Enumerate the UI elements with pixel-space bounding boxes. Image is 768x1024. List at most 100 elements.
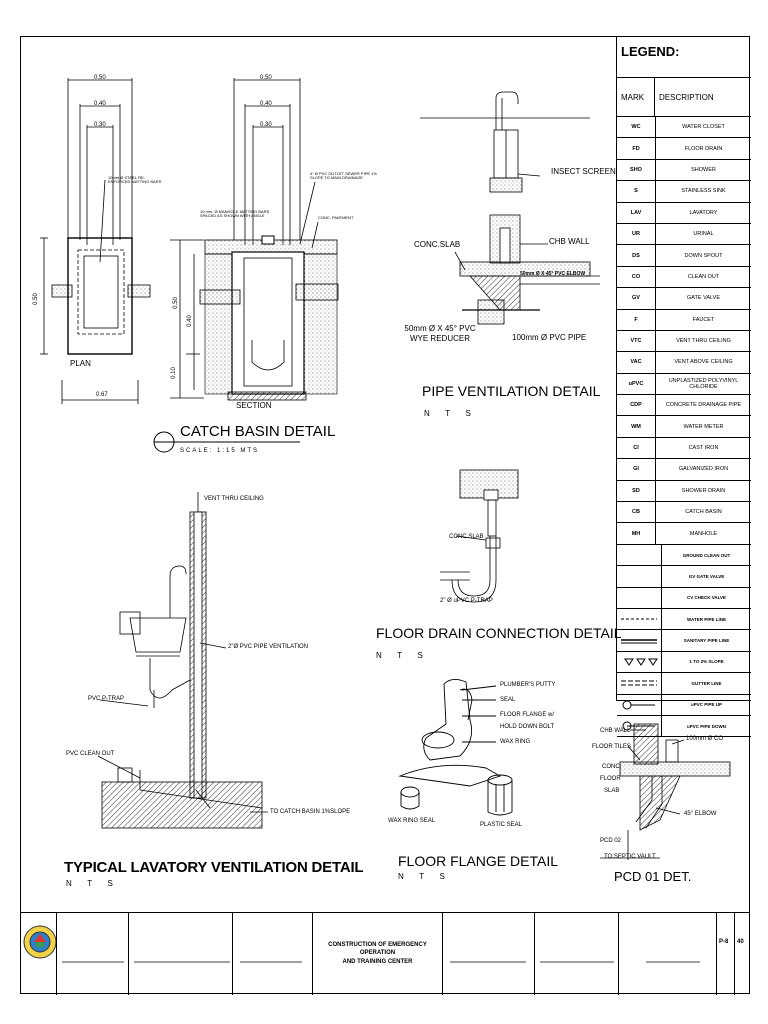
tb-project-line-2: AND TRAINING CENTER (342, 958, 413, 965)
legend-description: WATER CLOSET (682, 124, 725, 131)
legend-symbol-description: GV GATE VALVE (688, 573, 725, 579)
legend-symbol-row: uPVC PIPE UP (617, 694, 751, 716)
cb-sec-dim-side: 0.50 (172, 297, 179, 309)
lav-cleanout: PVC CLEAN OUT (66, 751, 115, 757)
legend-symbol-description: uPVC PIPE UP (690, 702, 722, 708)
legend-symbol-blank-icon (617, 587, 662, 608)
pv-conc-slab: CONC.SLAB (414, 240, 461, 249)
catch-basin-scale: SCALE: 1:15 MTS (180, 448, 260, 454)
floor-drain-drawing (440, 469, 519, 603)
cb-note-manhole: 10 mm. Ø MANHOLE MATTING BARS SPACED AS … (200, 209, 270, 218)
legend-symbol-pipe-up-icon (617, 694, 662, 715)
tb-project-line-1: CONSTRUCTION OF EMERGENCY OPERATION (328, 942, 427, 957)
legend-row: CI CAST IRON (617, 437, 751, 460)
legend-symbol-row: GUTTER LINE (617, 673, 751, 695)
legend-symbol-blank-icon (617, 544, 662, 566)
pcd-floor: FLOOR (600, 776, 621, 782)
legend-symbol-gutter-icon (617, 673, 662, 694)
catch-basin-title-mark (153, 431, 300, 453)
catch-basin-section (170, 78, 339, 401)
catch-basin-title: CATCH BASIN DETAIL (180, 423, 336, 440)
legend-description: STAINLESS SINK (681, 188, 726, 195)
ff-putty: PLUMBER'S PUTTY (500, 682, 556, 688)
legend-mark: CO (617, 266, 656, 288)
legend-row: CO CLEAN OUT (617, 266, 751, 289)
legend-symbol-description: WATER PIPE LINE (687, 616, 726, 622)
pipe-vent-nts: N T S (424, 409, 471, 418)
legend-description: FAUCET (692, 316, 715, 323)
legend-title: LEGEND: (617, 36, 751, 78)
tb-sheet-no: 40 (737, 939, 744, 945)
legend-mark: CDP (617, 395, 656, 416)
legend-mark: VAC (617, 352, 656, 373)
legend-row: WC WATER CLOSET (617, 117, 751, 139)
lav-to-cb: TO CATCH BASIN 1%SLOPE (270, 809, 351, 815)
legend-symbol-description: uPVC PIPE DOWN (686, 723, 726, 729)
legend-mark: uPVC (617, 373, 656, 395)
legend-symbol-row: CV CHECK VALVE (617, 587, 751, 609)
cb-sec-dim-side-3: 0.10 (170, 367, 177, 379)
tb-cell-sheet-code: P-8 (716, 913, 734, 995)
legend-description: FLOOR DRAIN (684, 145, 723, 152)
legend-symbol-description: 1 TO 2% SLOPE (689, 659, 724, 665)
legend-mark: GI (617, 459, 656, 480)
tb-cell-7 (618, 913, 704, 995)
legend-mark: CB (617, 502, 656, 523)
legend-symbol-slope-icon (617, 651, 662, 673)
legend-description: CLEAN OUT (687, 273, 720, 280)
floor-flange-title: FLOOR FLANGE DETAIL (398, 853, 558, 869)
cb-note-outlet: 4" Ø PVC OUTLET SEWER PIPE 1% SLOPE TO M… (310, 171, 377, 180)
pcd-drawing (600, 723, 731, 860)
cb-sec-dim-030: 0.30 (260, 122, 272, 128)
lavatory-nts: N T S (66, 879, 113, 888)
cb-plan-label: PLAN (70, 359, 91, 368)
pv-pipe: 100mm Ø PVC PIPE (512, 333, 587, 342)
legend-mark: WM (617, 416, 656, 437)
tb-cell-sheet-no: 40 (734, 913, 750, 995)
legend-description: WATER METER (683, 423, 724, 430)
legend-symbol-description: SANITARY PIPE LINE (683, 638, 730, 644)
legend-header-row: MARK DESCRIPTION (617, 78, 751, 117)
legend-symbol-row: uPVC PIPE DOWN (617, 715, 751, 738)
tb-cell-5 (442, 913, 534, 995)
tb-cell-6 (534, 913, 618, 995)
fd-ptrap: 2" Ø uPVC P-TRAP (440, 598, 493, 604)
legend-symbol-row: WATER PIPE LINE (617, 608, 751, 631)
pv-insect-screen: INSECT SCREEN (551, 167, 616, 176)
pcd-02: PCD 02 (600, 838, 622, 844)
pcd-title: PCD 01 DET. (614, 869, 692, 884)
floor-drain-nts: N T S (376, 651, 423, 660)
legend-mark: WC (617, 117, 656, 138)
lav-vent: VENT THRU CEILING (204, 496, 264, 502)
tb-cell-project: CONSTRUCTION OF EMERGENCY OPERATION AND … (312, 913, 442, 995)
legend-symbol-description: CV CHECK VALVE (686, 595, 727, 601)
pcd-floor-tiles: FLOOR TILES (592, 744, 631, 750)
legend-mark: CI (617, 437, 656, 459)
legend-mark-header: MARK (617, 78, 655, 116)
cb-plan-dim-bottom: 0.67 (96, 392, 108, 398)
cb-plan-dim-040: 0.40 (94, 101, 106, 107)
legend-mark: LAV (617, 202, 656, 223)
floor-flange-nts: N T S (398, 872, 445, 881)
catch-basin-plan (40, 78, 151, 404)
cb-sec-dim-050: 0.50 (260, 75, 272, 81)
legend-description: CAST IRON (688, 445, 719, 452)
legend-symbol-description: GROUND CLEAN OUT (682, 552, 731, 558)
pipe-vent-title: PIPE VENTILATION DETAIL (422, 383, 601, 399)
pv-chb-wall: CHB WALL (549, 237, 590, 246)
legend-symbol-pipe-down-icon (617, 715, 662, 737)
legend-symbol-row: SANITARY PIPE LINE (617, 630, 751, 652)
legend-mark: VTC (617, 330, 656, 352)
cb-note-pavement: CONC. PAVEMENT (318, 215, 354, 220)
legend-table: LEGEND: MARK DESCRIPTION WC WATER CLOSET F… (616, 36, 751, 738)
legend-mark: DS (617, 245, 656, 266)
